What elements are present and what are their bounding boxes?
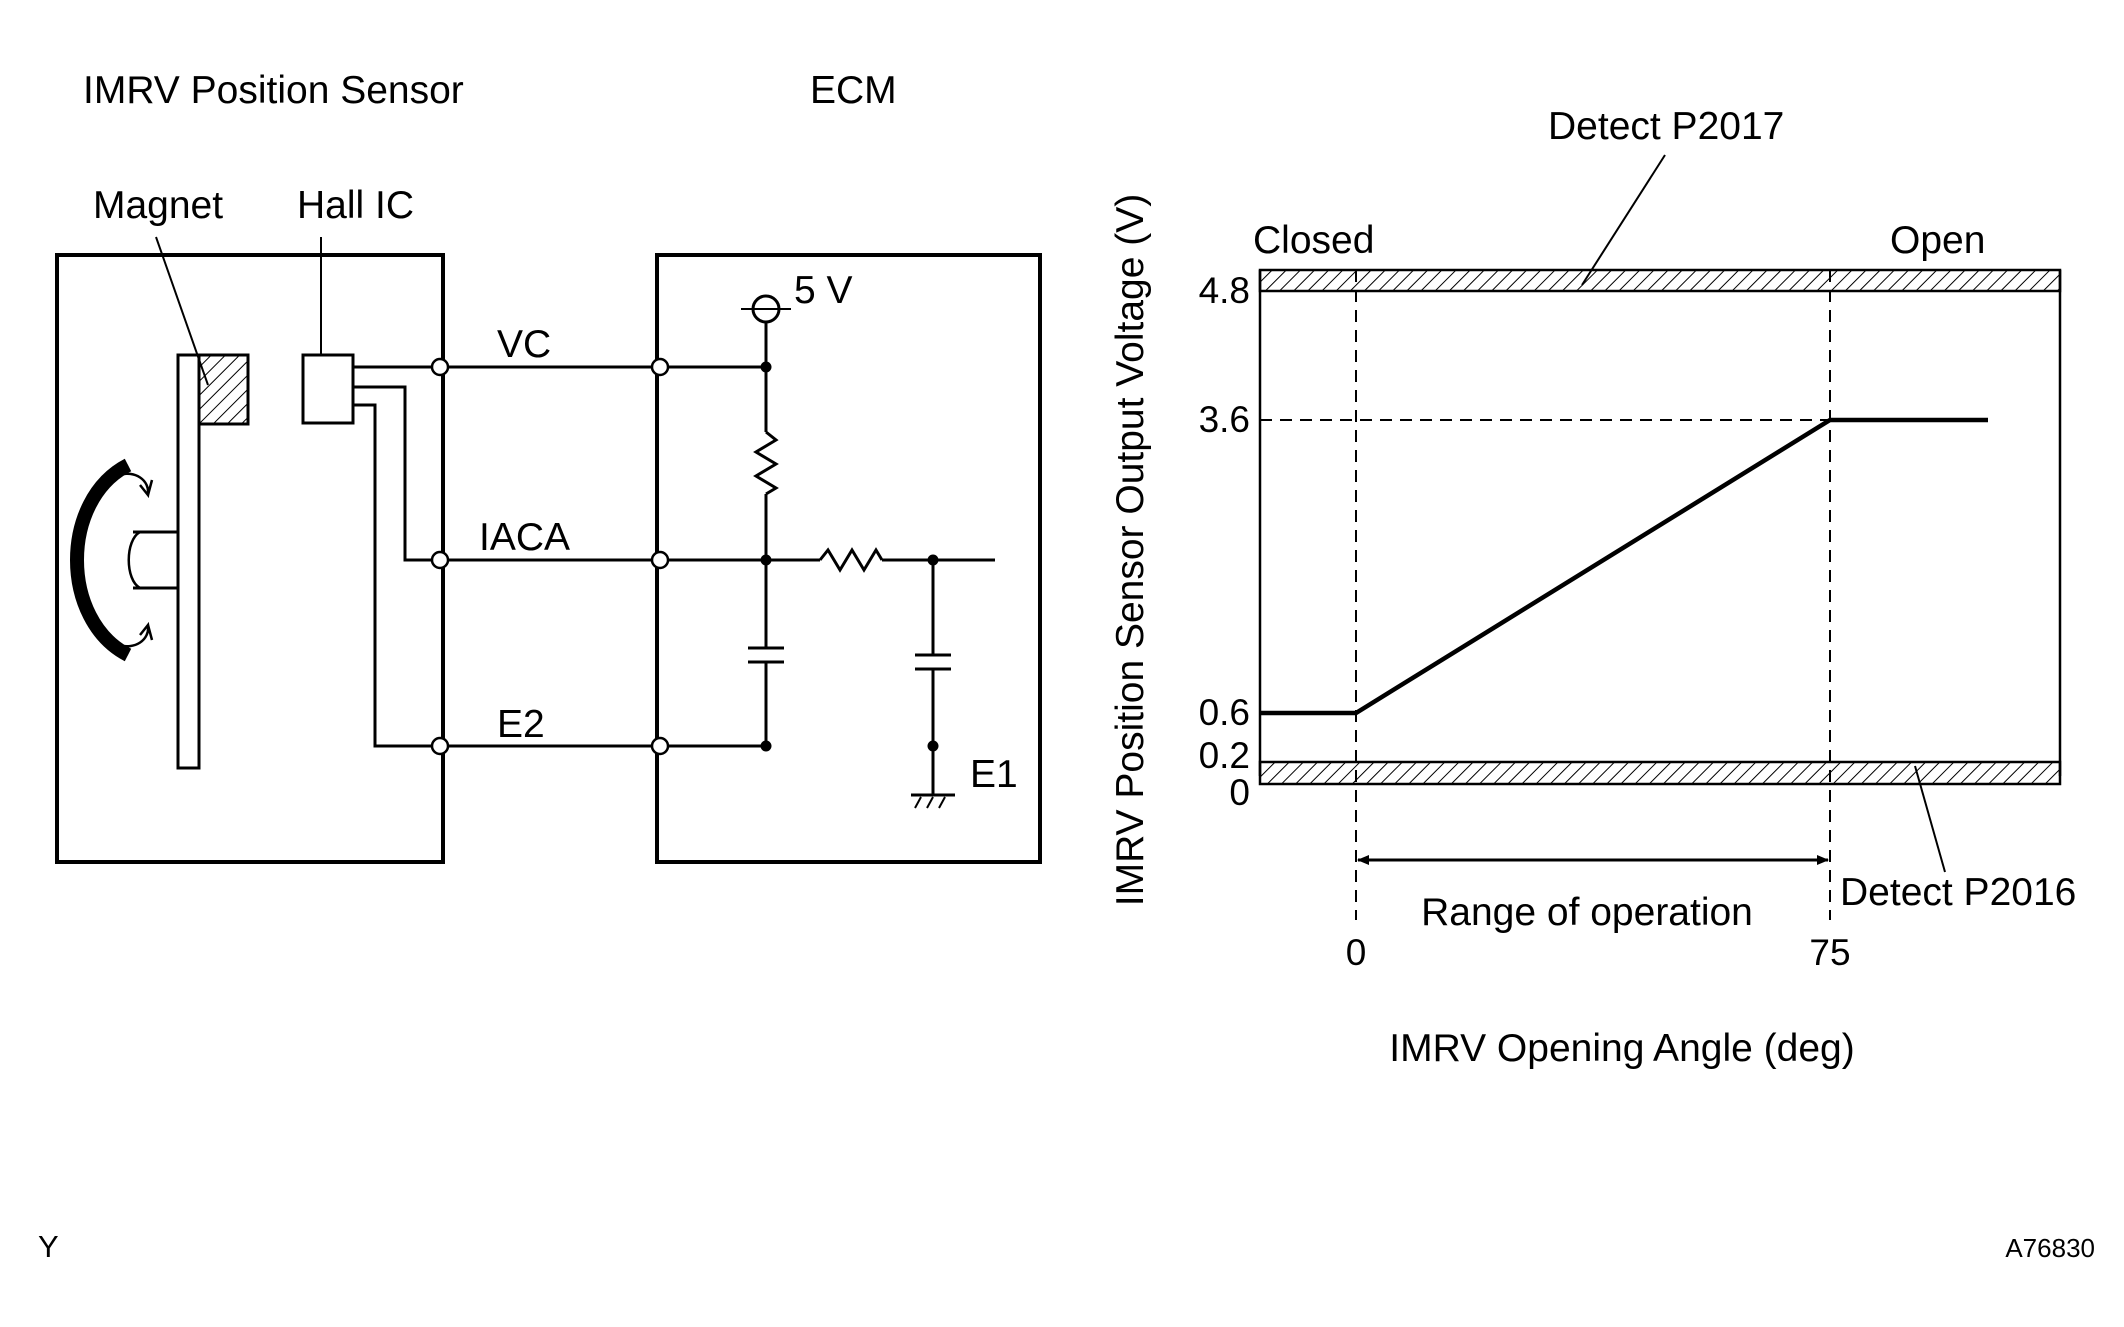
x-tick-label: 75 [1809,932,1850,973]
e1-label: E1 [970,753,1018,796]
pullup-resistor [753,430,779,496]
ecm-title: ECM [810,69,897,112]
detect-high-band [1258,268,2062,293]
y-axis-title: IMRV Position Sensor Output Voltage (V) [1109,194,1152,906]
vc-label: VC [497,323,551,366]
voltage-chart: 0 0.2 0.6 3.6 4.8 0 75 Range of operatio… [1109,105,2076,1070]
terminal-iaca-ecm [650,550,670,570]
terminal-vc-ecm [650,357,670,377]
series-line [1260,417,1988,716]
supply-5v-label: 5 V [794,269,853,312]
corner-mark: Y [38,1229,59,1264]
ground-icon [911,793,955,809]
magnet-assembly [70,236,250,770]
y-tick-label: 4.8 [1199,270,1250,311]
x-axis-title: IMRV Opening Angle (deg) [1389,1027,1854,1070]
y-tick-label: 0.6 [1199,692,1250,733]
terminal-e2-sensor [430,736,450,756]
e2-wire [353,403,763,748]
e2-label: E2 [497,703,545,746]
series-resistor [818,547,884,573]
detect-low-band [1258,760,2062,786]
junction-dot [927,740,939,752]
junction-dot [760,554,772,566]
y-tick-label: 0.2 [1199,735,1250,776]
detect-high-label: Detect P2017 [1548,105,1784,148]
hall-ic-label: Hall IC [297,184,414,227]
sensor-title: IMRV Position Sensor [83,69,464,112]
iaca-wire [353,385,763,562]
hall-ic [301,353,355,425]
rotation-arrow-icon [117,472,154,499]
terminal-iaca-sensor [430,550,450,570]
circuit-diagram: IMRV Position Sensor ECM Magnet Hall IC [55,69,1042,864]
y-tick-label: 0 [1229,772,1250,813]
figure-code: A76830 [2005,1233,2095,1263]
range-label: Range of operation [1421,891,1753,934]
closed-label: Closed [1253,219,1374,262]
magnet-label: Magnet [93,184,223,227]
terminal-vc-sensor [430,357,450,377]
x-tick-label: 0 [1346,932,1367,973]
sensor-box [55,253,445,864]
terminal-e2-ecm [650,736,670,756]
y-tick-label: 3.6 [1199,399,1250,440]
detect-low-label: Detect P2016 [1840,871,2076,914]
junction-dot [760,361,772,373]
open-label: Open [1890,219,1985,262]
junction-dot [760,740,772,752]
junction-dot [927,554,939,566]
iaca-label: IACA [479,516,570,559]
rotation-ring [70,458,132,662]
detect-low-leader [1914,765,1946,873]
rotation-arrow-icon [117,621,154,648]
detect-high-leader [1581,154,1666,286]
